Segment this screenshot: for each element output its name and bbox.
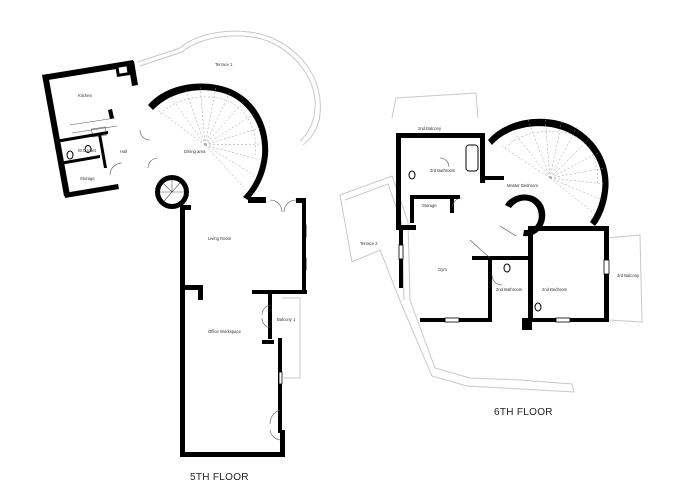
room-label-kitchen: Kitchen [78,93,93,98]
kitchen-block-walls [42,60,135,80]
room-label-storage-5th: Storage [80,176,95,181]
room-label-2nd-bedroom: 2nd Bedroom [542,287,568,292]
room-label-gym: Gym [438,267,447,272]
fifth-floor-title: 5TH FLOOR [190,472,249,483]
room-label-hall: Hall [120,149,127,154]
terrace-2-outline [339,175,575,393]
room-label-dining: Dining area [184,149,206,154]
sixth-floor-plan: 2nd Balcony 3rd Bathroom Storage Master … [339,92,643,393]
room-label-terrace-1: Terrace 1 [215,62,233,67]
room-label-wc: W.C toilet [78,148,97,153]
room-label-living: Living Room [208,236,232,241]
room-label-3rd-balcony: 3rd Balcony [617,273,640,278]
fifth-floor-plan: Terrace 1 Kitchen W.C toilet Storage Hal… [42,30,321,457]
room-label-2nd-bathroom: 2nd Bathroom [496,287,523,292]
spiral-stair-5th [148,83,269,200]
sixth-floor-walls [396,133,610,330]
room-label-terrace-2: Terrace 2 [360,241,378,246]
spiral-stair-6th [488,116,609,226]
room-label-master-bedroom: Master Bedroom [507,183,538,188]
terrace-1-outline [137,30,321,146]
room-label-2nd-balcony: 2nd Balcony [418,126,442,131]
bathtub [465,144,479,172]
room-label-3rd-bathroom: 3rd Bathroom [430,168,456,173]
balcony-2-outline [391,92,479,119]
living-office-walls [180,197,307,457]
balcony-3-outline [604,234,643,323]
round-stair-6th [505,194,546,237]
balcony-1-outline [282,297,301,379]
room-label-balcony-1: Balcony 1 [277,317,296,322]
room-label-office: Office Workspace [208,329,242,334]
room-label-storage-6th: Storage [422,203,437,208]
sixth-floor-title: 6TH FLOOR [494,407,553,418]
